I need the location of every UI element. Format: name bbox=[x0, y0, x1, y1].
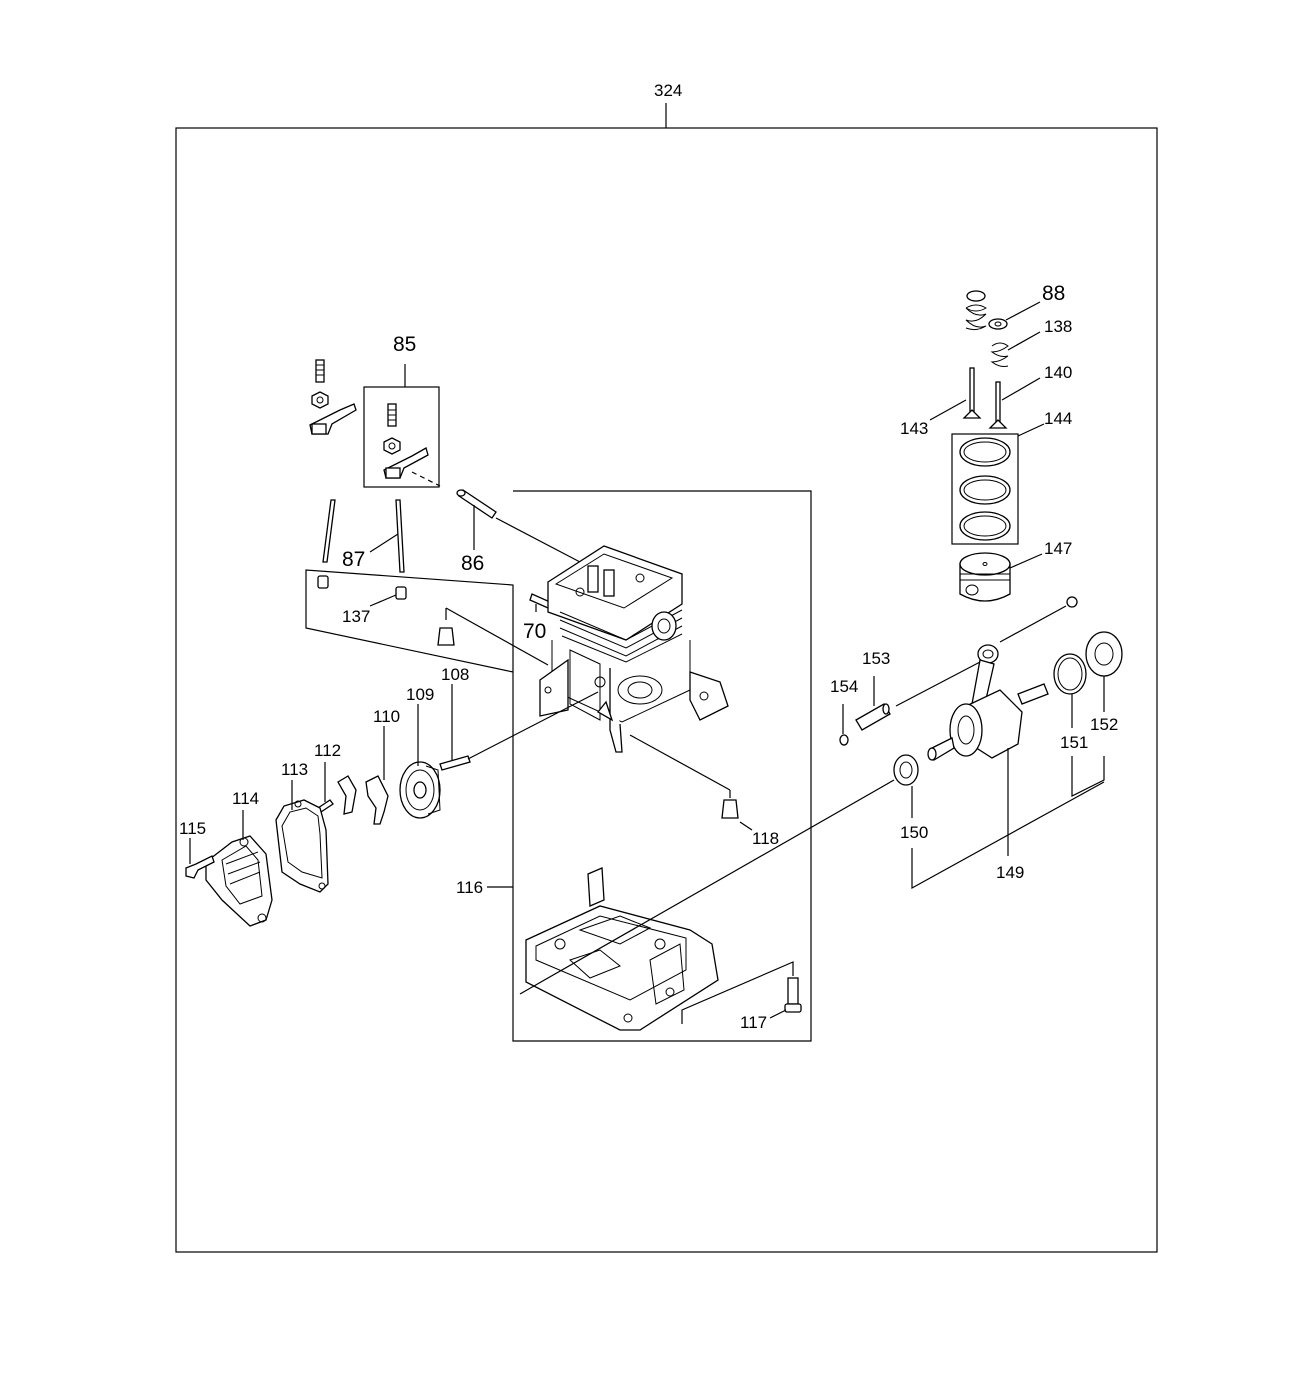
adjust-screw-part bbox=[315, 359, 325, 383]
callout-140: 140 bbox=[1044, 363, 1072, 382]
rocker-group-box bbox=[363, 386, 440, 488]
valve-spring-part-2 bbox=[990, 342, 1009, 367]
callout-114: 114 bbox=[232, 789, 259, 808]
seal-to-case bbox=[519, 779, 895, 995]
callout-88: 88 bbox=[1042, 282, 1065, 305]
adjust-screw-part-2 bbox=[387, 403, 397, 427]
shaft-to-head bbox=[495, 517, 581, 563]
valve-spring-part bbox=[965, 304, 987, 331]
callout-112: 112 bbox=[314, 741, 341, 760]
pin-to-rod bbox=[895, 661, 981, 707]
stud-bolt-part bbox=[529, 593, 551, 609]
rocker-arm-part bbox=[309, 403, 357, 435]
callout-116: 116 bbox=[456, 878, 483, 897]
push-rod-part bbox=[322, 499, 405, 573]
shaft-leader bbox=[411, 471, 441, 487]
callout-85: 85 bbox=[393, 333, 416, 356]
leader-143 bbox=[929, 399, 967, 421]
leader-138 bbox=[1007, 331, 1041, 351]
leader-87 bbox=[369, 533, 399, 553]
callout-113: 113 bbox=[281, 760, 308, 779]
cover-plate-part bbox=[205, 835, 273, 927]
gasket-part bbox=[275, 799, 329, 893]
rocker-nut-part-2 bbox=[383, 437, 401, 455]
callout-144: 144 bbox=[1044, 409, 1072, 428]
clip-leader bbox=[999, 605, 1067, 643]
exhaust-valve-part bbox=[988, 381, 1008, 429]
leader-117 bbox=[681, 961, 794, 1024]
leader-118c bbox=[739, 821, 753, 831]
cover-bolt-part bbox=[185, 855, 215, 879]
ring-set-box bbox=[951, 433, 1019, 545]
leader-140 bbox=[1001, 377, 1041, 401]
ball-bearing-part bbox=[1085, 631, 1123, 677]
callout-324: 324 bbox=[654, 81, 682, 100]
callout-117: 117 bbox=[740, 1013, 767, 1032]
callout-143: 143 bbox=[900, 419, 928, 438]
tappet-part bbox=[317, 575, 407, 600]
shaft-to-block bbox=[467, 691, 599, 760]
callout-152: 152 bbox=[1090, 715, 1118, 734]
callout-115: 115 bbox=[179, 819, 206, 838]
bracket-150-152 bbox=[911, 781, 1105, 890]
piston-clip-part bbox=[1066, 596, 1078, 608]
leader-144 bbox=[1017, 423, 1045, 437]
wrist-pin-part bbox=[855, 703, 891, 731]
callout-151: 151 bbox=[1060, 733, 1088, 752]
piston-part bbox=[959, 552, 1011, 602]
rocker-shaft-part bbox=[456, 489, 497, 519]
callout-118: 118 bbox=[752, 829, 779, 848]
o-ring-part bbox=[1053, 653, 1087, 695]
oil-seal-part bbox=[893, 754, 919, 786]
leader-88 bbox=[1005, 301, 1041, 321]
crankcase-part bbox=[525, 867, 719, 1031]
callout-154: 154 bbox=[830, 677, 858, 696]
bracket-151-152 bbox=[1071, 756, 1105, 797]
cam-gear-part bbox=[399, 761, 441, 819]
callout-150: 150 bbox=[900, 823, 928, 842]
callout-108: 108 bbox=[441, 665, 469, 684]
piston-ring-set-part bbox=[959, 437, 1011, 541]
callout-109: 109 bbox=[406, 685, 434, 704]
crankshaft-part bbox=[927, 644, 1049, 762]
callout-110: 110 bbox=[373, 707, 400, 726]
governor-lever-part bbox=[365, 775, 389, 825]
crankcase-group-box bbox=[305, 490, 812, 1042]
spring-retainer-part bbox=[988, 318, 1008, 330]
assembly-frame bbox=[175, 127, 1158, 1253]
leader-117b bbox=[769, 1009, 787, 1019]
governor-weight-part bbox=[337, 775, 357, 815]
callout-149: 149 bbox=[996, 863, 1024, 882]
callout-153: 153 bbox=[862, 649, 890, 668]
leader-147 bbox=[1009, 553, 1043, 569]
callout-87: 87 bbox=[342, 548, 365, 571]
leader-118 bbox=[629, 734, 731, 791]
callout-70: 70 bbox=[523, 620, 546, 643]
cam-shaft-part bbox=[439, 755, 471, 771]
plug-leader-2 bbox=[445, 607, 549, 666]
plug-part bbox=[437, 627, 455, 646]
leader-137 bbox=[369, 594, 397, 607]
callout-137: 137 bbox=[342, 607, 370, 626]
cylinder-block-part bbox=[539, 545, 729, 753]
rocker-nut-part bbox=[311, 391, 329, 409]
intake-valve-part bbox=[962, 367, 982, 419]
dowel-part bbox=[721, 799, 739, 819]
callout-147: 147 bbox=[1044, 539, 1072, 558]
callout-86: 86 bbox=[461, 552, 484, 575]
valve-cap-part bbox=[966, 290, 986, 302]
circlip-part bbox=[839, 734, 849, 746]
rocker-arm-part-2 bbox=[383, 447, 429, 479]
callout-138: 138 bbox=[1044, 317, 1072, 336]
crankcase-bolt-part bbox=[784, 977, 802, 1013]
